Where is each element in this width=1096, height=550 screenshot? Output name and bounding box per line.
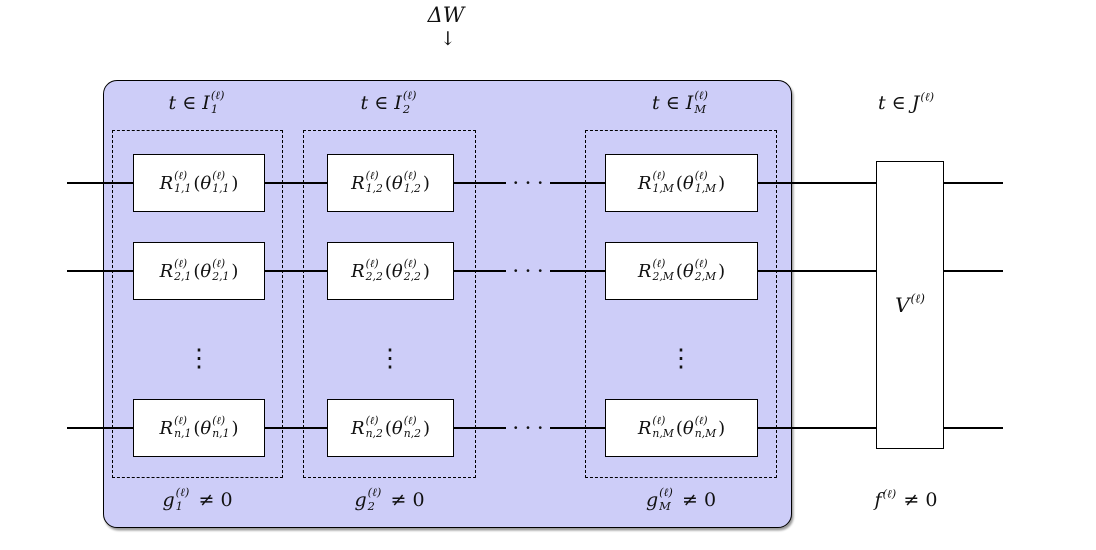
gate-R-1-2: R(ℓ)1,2(θ(ℓ)1,2) [327,154,454,212]
gate-R-n-M: R(ℓ)n,M(θ(ℓ)n,M) [605,399,758,457]
delta-w-label: ΔW [427,3,465,27]
dashed-group-box-1 [112,130,283,478]
v-gate: V(ℓ) [876,161,944,449]
gate-R-1-M: R(ℓ)1,M(θ(ℓ)1,M) [605,154,758,212]
group-condition-label-2: g(ℓ)2≠ 0 [354,485,425,513]
group-condition-label-M: g(ℓ)M≠ 0 [645,485,717,513]
down-arrow-icon: ↓ [440,28,456,50]
gate-R-2-1: R(ℓ)2,1(θ(ℓ)2,1) [133,242,265,300]
column-header-I1: t ∈ I(ℓ)1 [168,88,225,116]
gate-R-n-2: R(ℓ)n,2(θ(ℓ)n,2) [327,399,454,457]
vertical-ellipsis-col3: ⋮ [668,342,694,372]
wire-ellipsis-3: ··· [506,419,550,437]
gate-R-1-1: R(ℓ)1,1(θ(ℓ)1,1) [133,154,265,212]
f-condition-label: f(ℓ)≠ 0 [874,486,938,511]
gate-R-2-M: R(ℓ)2,M(θ(ℓ)2,M) [605,242,758,300]
column-header-I2: t ∈ I(ℓ)2 [360,88,417,116]
group-condition-label-1: g(ℓ)1≠ 0 [162,485,233,513]
gate-R-2-2: R(ℓ)2,2(θ(ℓ)2,2) [327,242,454,300]
column-header-IM: t ∈ I(ℓ)M [652,88,708,116]
vertical-ellipsis-col1: ⋮ [186,342,212,372]
column-header-J: t ∈ J(ℓ) [877,89,935,114]
gate-R-n-1: R(ℓ)n,1(θ(ℓ)n,1) [133,399,265,457]
wire-ellipsis-2: ··· [506,262,550,280]
dashed-group-box-3 [585,130,777,478]
vertical-ellipsis-col2: ⋮ [377,342,403,372]
dashed-group-box-2 [303,130,476,478]
wire-ellipsis-1: ··· [506,174,550,192]
